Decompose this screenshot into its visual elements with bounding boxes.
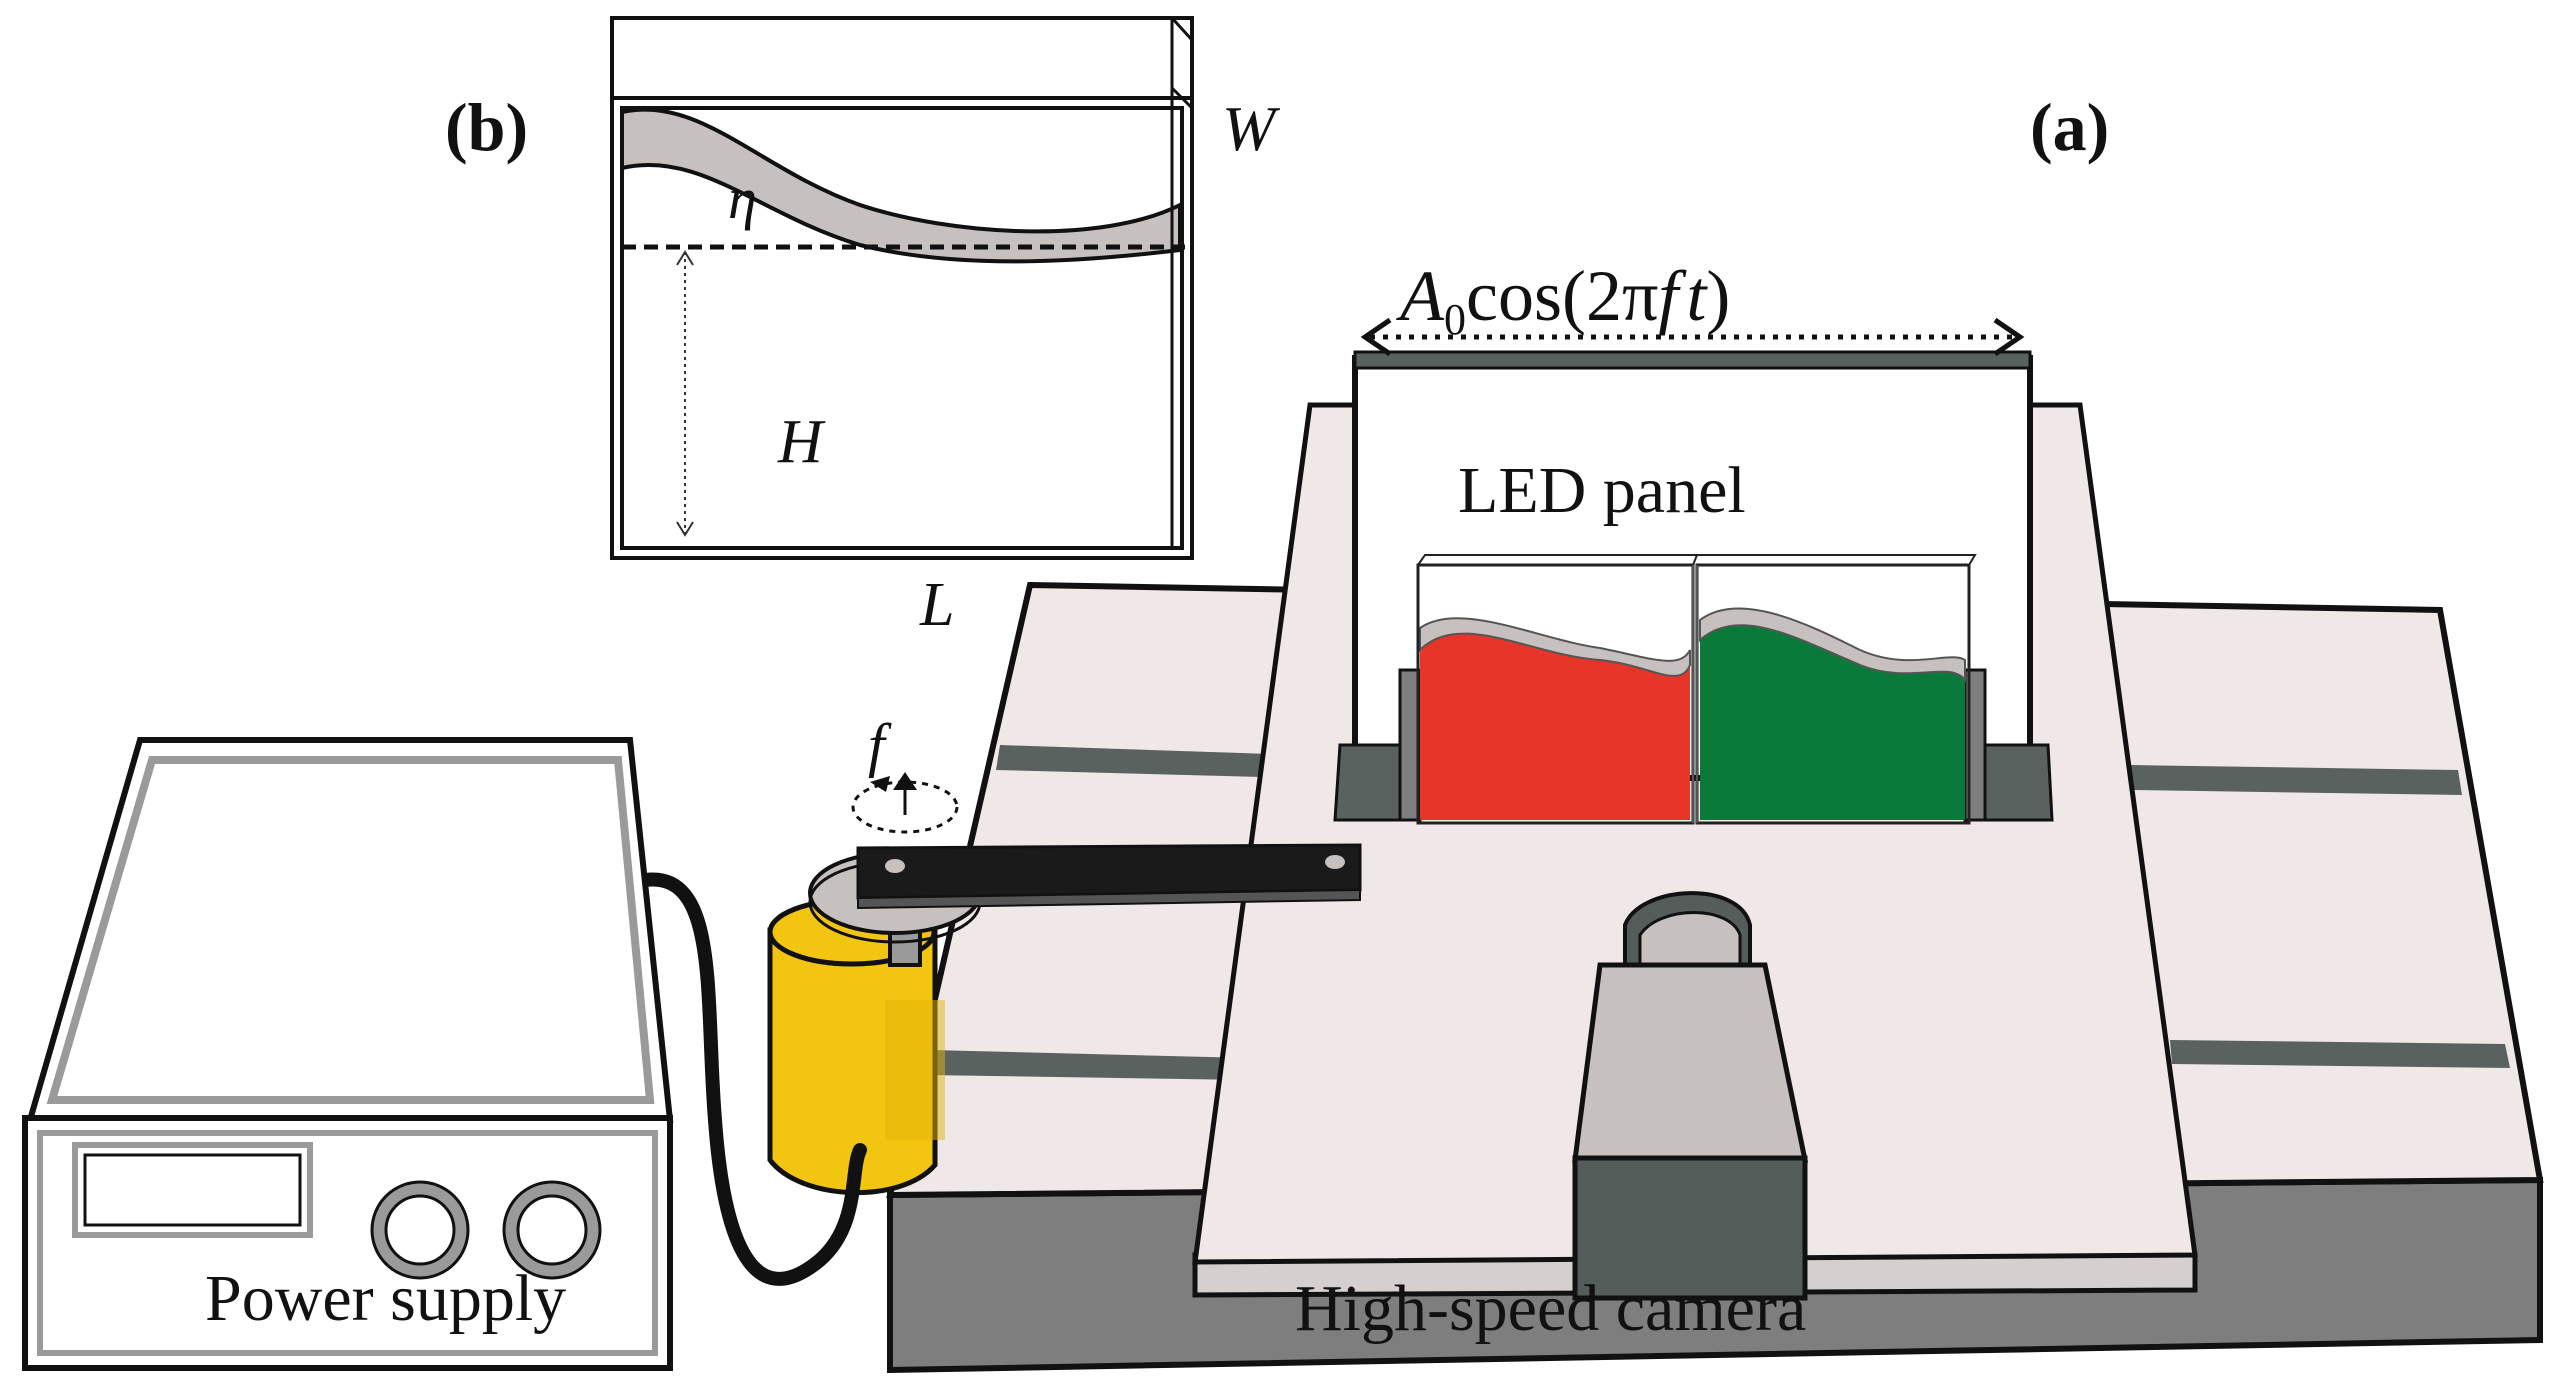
elevation-symbol: η [728,166,757,231]
rail-right-lower [2170,1040,2510,1068]
twin-tanks [1333,554,2054,825]
length-symbol: L [919,571,954,639]
rail-left-lower [926,1050,1250,1080]
tank-width-symbol: W [1222,93,1281,164]
power-supply-label: Power supply [205,1262,566,1335]
panel-label-b: (b) [445,89,528,165]
rotation-frequency-symbol: f [868,712,892,778]
panel-label-a: (a) [2030,89,2109,165]
motor-icon [767,772,1362,1196]
camera-icon [1572,891,1809,1301]
led-panel-label: LED panel [1458,454,1746,527]
power-supply-icon [22,737,867,1371]
forcing-arrow [1360,317,2025,357]
depth-symbol: H [777,408,826,476]
rail-left-upper [996,745,1300,778]
tank-icon [610,16,1194,560]
camera-label: High-speed camera [1295,1272,1806,1345]
rail-right-upper [2130,765,2462,795]
